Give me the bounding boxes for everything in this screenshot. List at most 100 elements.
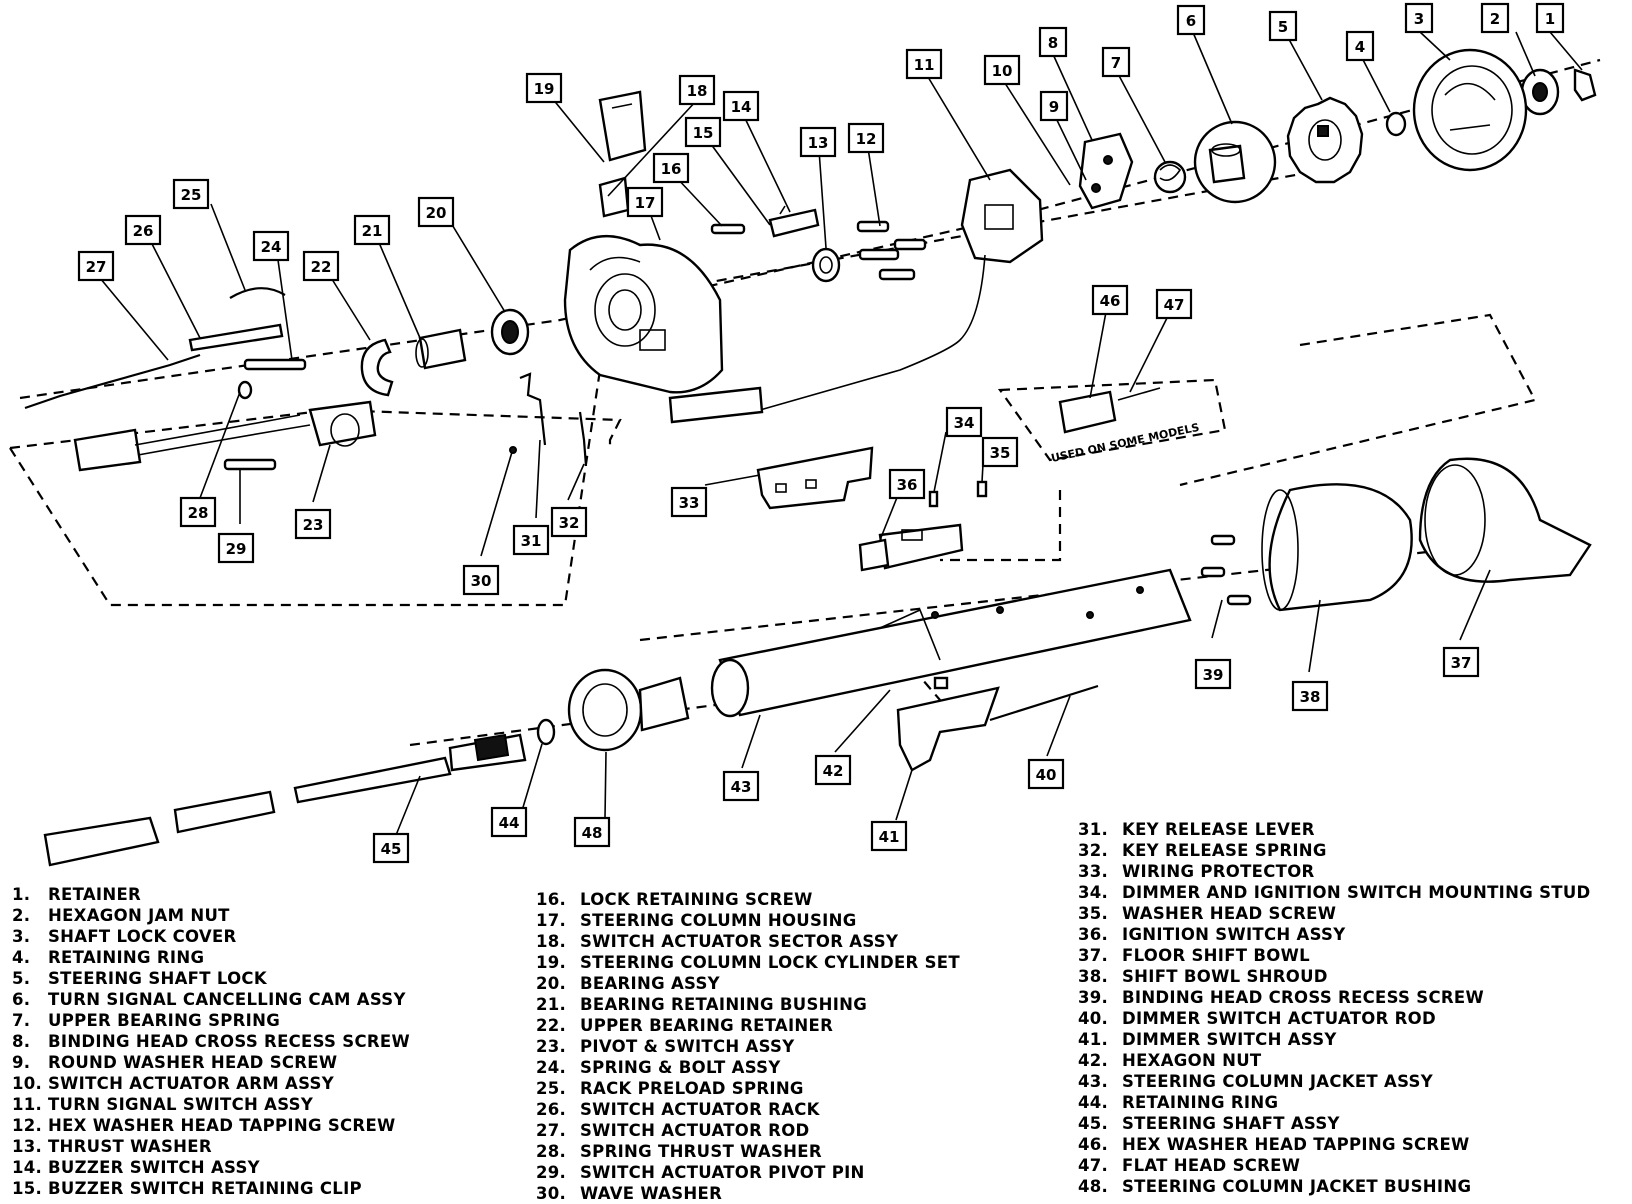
callout-6: 6 <box>1176 4 1206 36</box>
hexagon-jam-nut-part <box>1520 68 1560 116</box>
jacket-bushing-part <box>567 668 690 752</box>
callout-48: 48 <box>573 816 611 848</box>
svg-text:36: 36 <box>897 476 918 494</box>
legend-item: 9.ROUND WASHER HEAD SCREW <box>12 1053 337 1073</box>
callout-47: 47 <box>1155 288 1193 320</box>
svg-text:18: 18 <box>687 82 708 100</box>
legend-item-number: 13. <box>12 1137 43 1156</box>
upper-bearing-retainer-part <box>360 338 394 397</box>
svg-text:22: 22 <box>311 258 332 276</box>
svg-text:21: 21 <box>362 222 383 240</box>
callout-44: 44 <box>490 806 528 838</box>
wiring-protector-part <box>756 446 874 510</box>
callout-30: 30 <box>462 564 500 596</box>
legend-item-number: 20. <box>536 974 567 993</box>
legend-item-number: 26. <box>536 1100 567 1119</box>
svg-text:15: 15 <box>693 124 714 142</box>
svg-text:30: 30 <box>471 572 492 590</box>
dimmer-switch-part <box>896 686 1000 772</box>
callout-5: 5 <box>1268 10 1298 42</box>
svg-text:46: 46 <box>1100 292 1121 310</box>
legend-item-name: SWITCH ACTUATOR SECTOR ASSY <box>580 932 899 951</box>
svg-text:9: 9 <box>1049 98 1059 116</box>
callout-16: 16 <box>652 152 690 184</box>
legend-item-name: TURN SIGNAL CANCELLING CAM ASSY <box>48 990 406 1009</box>
legend-item: 44.RETAINING RING <box>1078 1093 1278 1113</box>
legend-item-number: 1. <box>12 885 31 904</box>
legend-item: 11.TURN SIGNAL SWITCH ASSY <box>12 1095 313 1115</box>
callout-7: 7 <box>1101 46 1131 78</box>
legend-item: 38.SHIFT BOWL SHROUD <box>1078 967 1328 987</box>
spring-thrust-washer-part <box>237 380 253 400</box>
legend-item-name: RETAINING RING <box>1122 1093 1279 1112</box>
legend-item-name: UPPER BEARING RETAINER <box>580 1016 834 1035</box>
switch-actuator-rack-part <box>188 323 284 352</box>
legend-item: 43.STEERING COLUMN JACKET ASSY <box>1078 1072 1433 1092</box>
callout-46: 46 <box>1091 284 1129 316</box>
callout-3: 3 <box>1404 2 1434 34</box>
column-jacket-part <box>710 568 1192 718</box>
legend-item-name: FLOOR SHIFT BOWL <box>1122 946 1310 965</box>
callout-27: 27 <box>77 250 115 282</box>
callout-20: 20 <box>417 196 455 228</box>
callout-9: 9 <box>1039 90 1069 122</box>
screws-12-group <box>856 220 927 281</box>
svg-text:24: 24 <box>261 238 282 256</box>
svg-text:4: 4 <box>1355 38 1365 56</box>
rack-preload-spring-part <box>229 287 286 299</box>
legend-item-number: 32. <box>1078 841 1109 860</box>
legend-item-name: HEX WASHER HEAD TAPPING SCREW <box>48 1116 396 1135</box>
svg-text:11: 11 <box>914 56 935 74</box>
optional-switch-part <box>1058 387 1161 434</box>
legend-item: 2.HEXAGON JAM NUT <box>12 906 230 926</box>
callout-33: 33 <box>670 486 708 518</box>
retaining-ring-part <box>1385 111 1407 137</box>
legend-item-name: WASHER HEAD SCREW <box>1122 904 1337 923</box>
svg-text:45: 45 <box>381 840 402 858</box>
svg-text:19: 19 <box>534 80 555 98</box>
key-release-spring-part <box>578 411 588 467</box>
callout-37: 37 <box>1442 646 1480 678</box>
callout-22: 22 <box>302 250 340 282</box>
svg-text:8: 8 <box>1048 34 1058 52</box>
svg-text:12: 12 <box>856 130 877 148</box>
legend-item-number: 34. <box>1078 883 1109 902</box>
legend-item-name: STEERING SHAFT LOCK <box>48 969 267 988</box>
svg-text:29: 29 <box>226 540 247 558</box>
legend-item-number: 25. <box>536 1079 567 1098</box>
legend-item-number: 48. <box>1078 1177 1109 1196</box>
legend-item-number: 35. <box>1078 904 1109 923</box>
callout-2: 2 <box>1480 2 1510 34</box>
svg-text:25: 25 <box>181 186 202 204</box>
legend-item-name: SHIFT BOWL SHROUD <box>1122 967 1328 986</box>
svg-text:43: 43 <box>731 778 752 796</box>
legend-item: 42.HEXAGON NUT <box>1078 1051 1261 1071</box>
legend-item-number: 42. <box>1078 1051 1109 1070</box>
legend-item: 6.TURN SIGNAL CANCELLING CAM ASSY <box>12 990 406 1010</box>
legend-item-name: STEERING COLUMN HOUSING <box>580 911 857 930</box>
legend-item: 34.DIMMER AND IGNITION SWITCH MOUNTING S… <box>1078 883 1591 903</box>
callout-32: 32 <box>550 506 588 538</box>
legend-item-number: 8. <box>12 1032 31 1051</box>
legend-item-number: 33. <box>1078 862 1109 881</box>
svg-text:34: 34 <box>954 414 975 432</box>
legend-item: 26.SWITCH ACTUATOR RACK <box>536 1100 820 1120</box>
svg-text:3: 3 <box>1414 10 1424 28</box>
legend-item: 3. SHAFT LOCK COVER <box>12 927 237 947</box>
legend-item-name: SWITCH ACTUATOR ROD <box>580 1121 810 1140</box>
svg-text:6: 6 <box>1186 12 1196 30</box>
legend-item-name: BINDING HEAD CROSS RECESS SCREW <box>48 1032 410 1051</box>
legend-item-name: STEERING COLUMN JACKET ASSY <box>1122 1072 1433 1091</box>
legend-item-name: RETAINING RING <box>48 948 205 967</box>
turn-signal-cancelling-cam-part <box>1193 120 1277 204</box>
svg-text:17: 17 <box>635 194 656 212</box>
legend-item-name: DIMMER SWITCH ASSY <box>1122 1030 1337 1049</box>
legend-item-number: 3. <box>12 927 31 946</box>
legend-item-name: SHAFT LOCK COVER <box>48 927 237 946</box>
svg-text:13: 13 <box>808 134 829 152</box>
callout-28: 28 <box>179 496 217 528</box>
svg-text:7: 7 <box>1111 54 1121 72</box>
svg-text:2: 2 <box>1490 10 1500 28</box>
svg-text:16: 16 <box>661 160 682 178</box>
